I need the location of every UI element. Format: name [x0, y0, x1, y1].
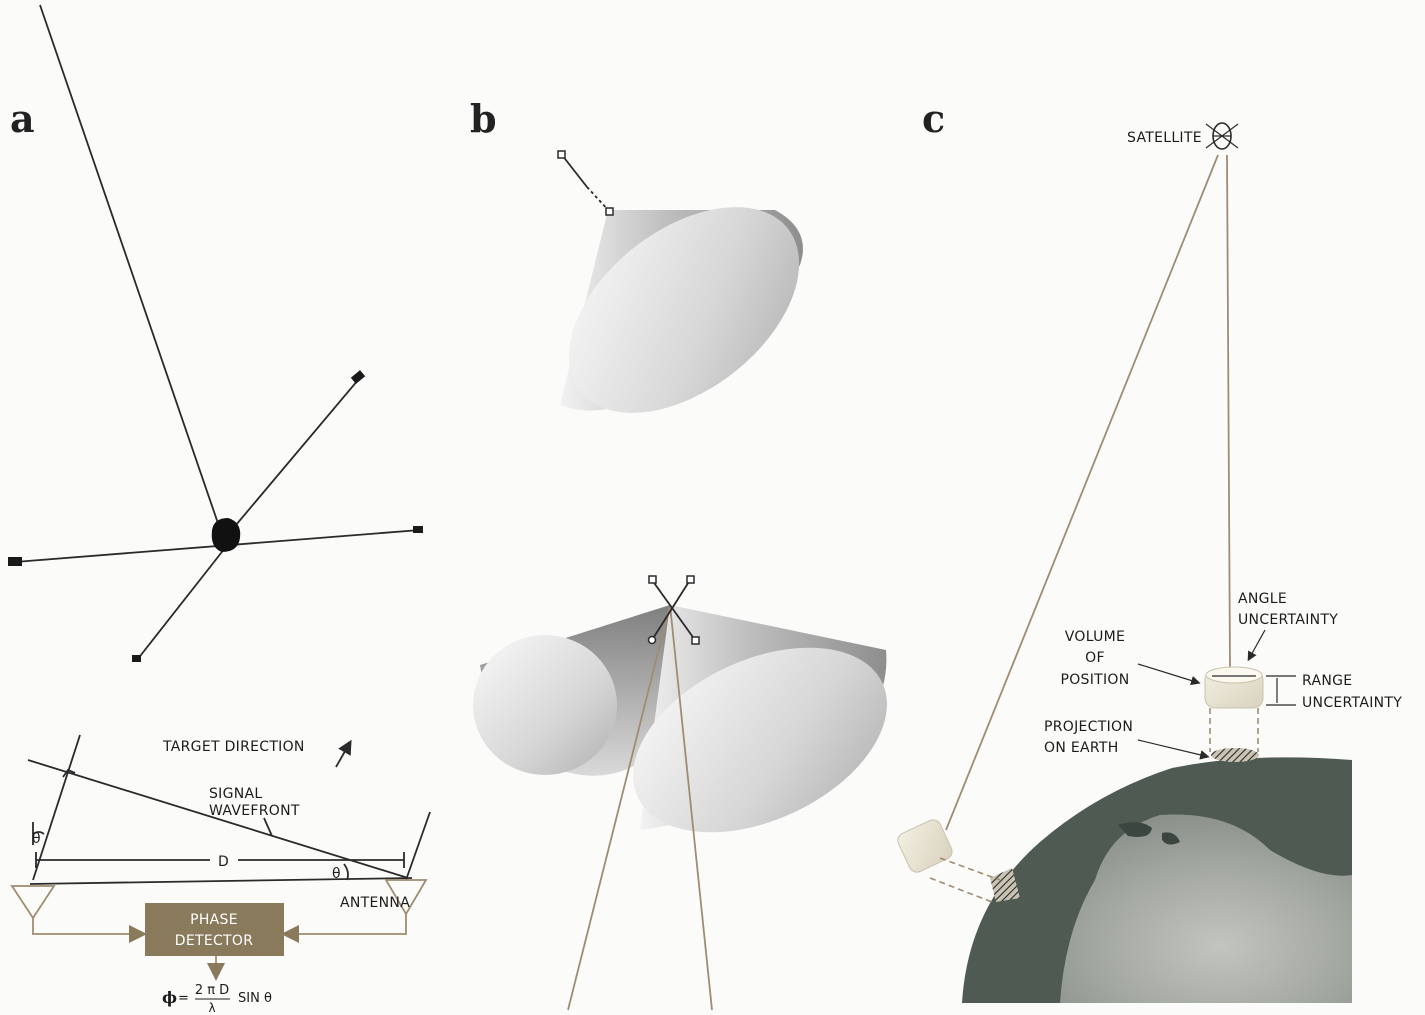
volume-box-top — [1205, 667, 1263, 752]
antenna-tip-upper-right — [351, 370, 365, 384]
phase-detector-label-2: DETECTOR — [175, 933, 254, 949]
antenna-boom-long — [40, 5, 222, 535]
interferometer-arm-solid — [562, 155, 587, 187]
satellite-label: SATELLITE — [1127, 130, 1202, 146]
theta-right-arc — [344, 864, 348, 880]
panel-b-letter: b — [470, 96, 497, 141]
theta-left-label: θ — [32, 831, 41, 847]
antenna-end-icon — [692, 637, 699, 644]
range-uncertainty-label-1: RANGE — [1302, 673, 1352, 689]
distance-label: D — [218, 854, 229, 870]
antenna-label: ANTENNA — [340, 895, 410, 911]
volume-arrow — [1138, 664, 1196, 682]
antenna-end-icon — [649, 637, 656, 644]
double-cone — [473, 576, 916, 1010]
antenna-left-icon — [12, 886, 54, 918]
volume-label-1: VOLUME — [1065, 629, 1125, 645]
wavefront-label: WAVEFRONT — [209, 803, 300, 819]
los-line-center — [1227, 155, 1230, 668]
projection-arrow — [1138, 740, 1205, 756]
antenna-end-icon — [687, 576, 694, 583]
ray-right — [406, 812, 430, 880]
cone-left-base — [473, 635, 617, 775]
angle-uncertainty-arrow — [1250, 630, 1265, 657]
antenna-end-icon — [649, 576, 656, 583]
projection-label-2: ON EARTH — [1044, 740, 1119, 756]
phase-formula: ϕ = 2 π D λ SIN θ — [162, 983, 272, 1015]
panel-a-letter: a — [10, 96, 35, 141]
antenna-boom-lower-left — [137, 548, 225, 660]
volume-label-2: OF — [1085, 650, 1105, 666]
satellite-with-antennas — [8, 5, 423, 662]
panel-c: c SATELLITE ANGLE — [895, 96, 1402, 1003]
formula-sin: SIN θ — [238, 991, 272, 1006]
antenna-end-icon — [606, 208, 613, 215]
ray-left — [33, 735, 80, 880]
target-direction-label: TARGET DIRECTION — [162, 739, 305, 755]
volume-label-3: POSITION — [1060, 672, 1129, 688]
interferometer-diagram: TARGET DIRECTION SIGNAL WAVEFRONT θ D θ … — [12, 735, 430, 1015]
formula-phi: ϕ — [162, 988, 177, 1007]
target-direction-arrow — [336, 746, 348, 767]
formula-equals: = — [178, 991, 189, 1006]
projection-label-1: PROJECTION — [1044, 719, 1133, 735]
antenna-boom-upper-right — [225, 380, 358, 538]
antenna-tip-right — [413, 526, 423, 533]
single-cone — [531, 151, 838, 454]
angle-uncertainty-label-1: ANGLE — [1238, 591, 1287, 607]
panel-b: b — [470, 96, 916, 1010]
phase-detector-label-1: PHASE — [190, 912, 238, 928]
angle-uncertainty-label-2: UNCERTAINTY — [1238, 612, 1338, 628]
antenna-tip-lower-left — [132, 655, 141, 662]
panel-a: a TARGET DIRECTION SIGNAL WAVEFRONT — [8, 5, 430, 1015]
antenna-tip-left — [8, 557, 22, 566]
panel-c-letter: c — [922, 96, 945, 141]
feed-right — [290, 914, 406, 934]
signal-label: SIGNAL — [209, 786, 263, 802]
projection-hatch-top — [1211, 748, 1259, 762]
satellite-body-icon — [212, 518, 241, 552]
volume-box-left — [895, 817, 1000, 902]
antenna-end-icon — [558, 151, 565, 158]
formula-numerator: 2 π D — [195, 983, 229, 998]
range-uncertainty-label-2: UNCERTAINTY — [1302, 695, 1402, 711]
baseline — [30, 878, 412, 884]
formula-denominator: λ — [208, 1001, 215, 1015]
cone-base — [531, 166, 838, 455]
feed-left — [33, 918, 138, 934]
satellite-icon — [1206, 123, 1238, 149]
